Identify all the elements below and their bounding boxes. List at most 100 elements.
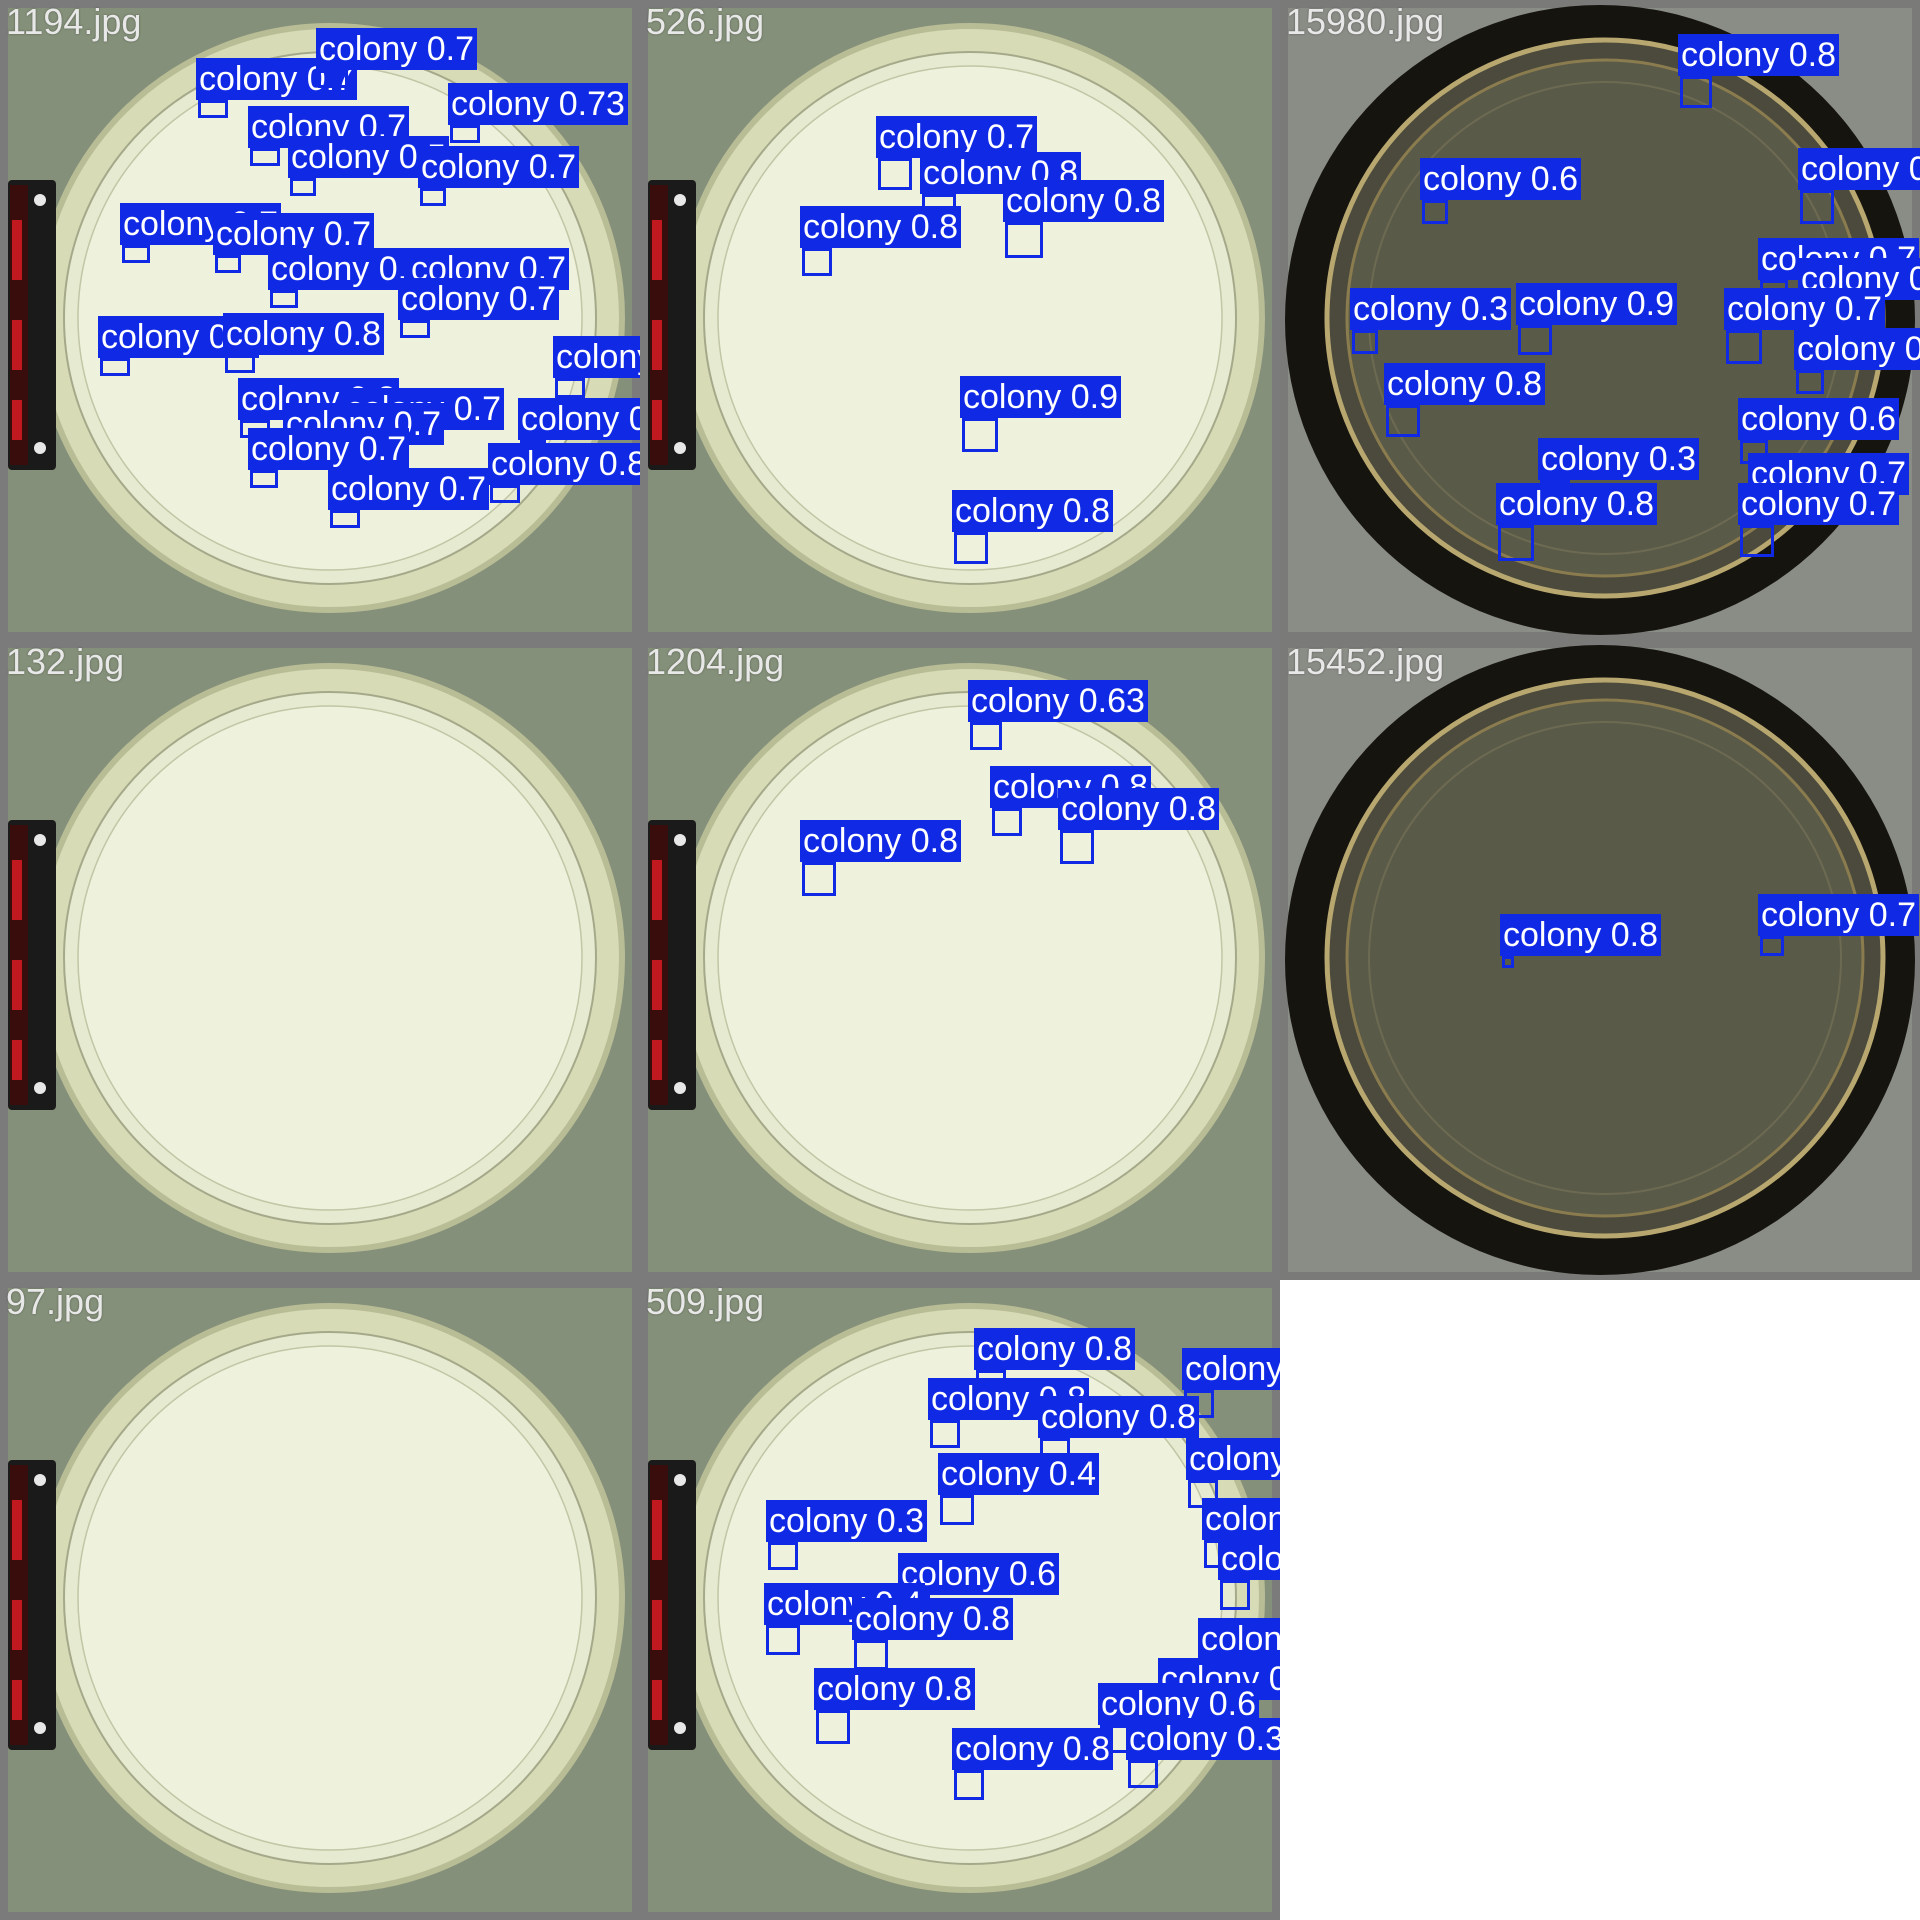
detection-label: colony 0.8 <box>1038 1396 1199 1438</box>
bounding-box <box>970 722 1002 750</box>
image-tile: 15452.jpg colony 0.8 colony 0.7 <box>1280 640 1920 1280</box>
bounding-box <box>1518 325 1552 355</box>
bounding-box <box>878 158 912 190</box>
detection-label: colony 0.7 <box>876 116 1037 158</box>
bounding-box <box>1352 330 1378 354</box>
bounding-box <box>940 1495 974 1525</box>
detection-label: colony 0.3 <box>1538 438 1699 480</box>
detection-label: colony 0.3 <box>553 336 640 378</box>
detection-label: colony 0.3 <box>1186 1438 1280 1480</box>
image-filename: 509.jpg <box>646 1281 765 1322</box>
bounding-box <box>954 1770 984 1800</box>
bounding-box <box>1005 222 1043 258</box>
bounding-box <box>992 808 1022 836</box>
image-filename: 1194.jpg <box>6 1 142 42</box>
bounding-box <box>555 378 585 398</box>
bounding-box <box>930 1420 960 1448</box>
detection-label: colony 0.8 <box>800 206 961 248</box>
detection-label: colony 0.8 <box>952 1728 1113 1770</box>
image-filename: 526.jpg <box>646 1 765 42</box>
detection-label: colony 0.6 <box>1420 158 1581 200</box>
detection-label: colony 0.9 <box>960 376 1121 418</box>
detection-label: colony 0.8 <box>1500 914 1661 956</box>
bounding-box <box>330 510 360 528</box>
bounding-box <box>270 290 298 308</box>
detection-label: colony 0.7 <box>1738 483 1899 525</box>
bounding-box <box>400 320 430 338</box>
image-tile: 132.jpg <box>0 640 640 1280</box>
bounding-box <box>215 255 241 273</box>
detection-label: colony 0.7 <box>328 468 489 510</box>
bounding-box <box>1796 370 1824 394</box>
bounding-box <box>1680 76 1712 108</box>
detection-label: colony 0.6 <box>1738 398 1899 440</box>
bounding-box <box>1060 830 1094 864</box>
bounding-box <box>1422 200 1448 224</box>
image-tile: 97.jpg <box>0 1280 640 1920</box>
detection-label: colony 0.7 <box>418 146 579 188</box>
detection-label: colony 0.3 <box>766 1500 927 1542</box>
detection-label: colony 0.8 <box>974 1328 1135 1370</box>
detection-label: colony 0.7 <box>316 28 477 70</box>
bounding-box <box>290 178 316 196</box>
image-filename: 132.jpg <box>6 641 125 682</box>
bounding-box <box>1502 956 1514 968</box>
bounding-box <box>1498 525 1534 561</box>
bounding-box <box>802 248 832 276</box>
bounding-box <box>1128 1760 1158 1788</box>
image-filename: 15980.jpg <box>1286 1 1445 42</box>
bounding-box <box>854 1640 888 1670</box>
bounding-box <box>1760 936 1784 956</box>
detection-label: colony 0.7 <box>1794 328 1920 370</box>
detection-label: colony 0.3 <box>1202 1498 1280 1540</box>
detection-label: colony 0.7 <box>398 278 559 320</box>
detection-label: colony 0.3 <box>1126 1718 1280 1760</box>
bounding-box <box>768 1542 798 1570</box>
detection-label: colony 0.8 <box>223 313 384 355</box>
image-filename: 97.jpg <box>6 1281 105 1322</box>
detection-label: colony 0.7 <box>248 428 409 470</box>
detection-label: colony 0.7 <box>1724 288 1885 330</box>
detection-label: colony 0.4 <box>938 1453 1099 1495</box>
bounding-box <box>420 188 446 206</box>
bounding-box <box>962 418 998 452</box>
bounding-box <box>1220 1580 1250 1610</box>
detection-label: colony 0.8 <box>1058 788 1219 830</box>
detection-label: colony 0.63 <box>968 680 1148 722</box>
bounding-box <box>766 1625 800 1655</box>
bounding-box <box>802 862 836 896</box>
bounding-box <box>250 470 278 488</box>
detection-label: colony 0.8 <box>1798 148 1920 190</box>
bounding-box <box>100 358 130 376</box>
bounding-box <box>816 1710 850 1744</box>
bounding-box <box>250 148 280 166</box>
detection-label: colony 0.8 <box>814 1668 975 1710</box>
detection-label: colony 0.3 <box>1350 288 1511 330</box>
detection-label: colony 0.8 <box>1678 34 1839 76</box>
detection-label: colony 0.73 <box>448 83 628 125</box>
bounding-box <box>1800 190 1834 224</box>
detection-label: colony 0.8 <box>800 820 961 862</box>
detection-label: colony 0.8 <box>1496 483 1657 525</box>
bounding-box <box>318 70 348 88</box>
bounding-box <box>954 532 988 564</box>
bounding-box <box>225 355 255 373</box>
detection-label: colony 0.8 <box>1003 180 1164 222</box>
bounding-box <box>1740 525 1774 557</box>
detection-label: colony 0.8 <box>1384 363 1545 405</box>
bounding-box <box>198 100 228 118</box>
detection-label: colony 0.9 <box>1516 283 1677 325</box>
image-filename: 15452.jpg <box>1286 641 1445 682</box>
detection-label: colony 0.7 <box>1758 894 1919 936</box>
detection-label: colony 0.3 <box>1182 1348 1280 1390</box>
bounding-box <box>450 125 480 143</box>
bounding-box <box>490 485 520 503</box>
detection-label: colony 0.8 <box>852 1598 1013 1640</box>
bounding-box <box>1386 405 1420 437</box>
image-filename: 1204.jpg <box>646 641 785 682</box>
detection-label: colony 0.8 <box>952 490 1113 532</box>
